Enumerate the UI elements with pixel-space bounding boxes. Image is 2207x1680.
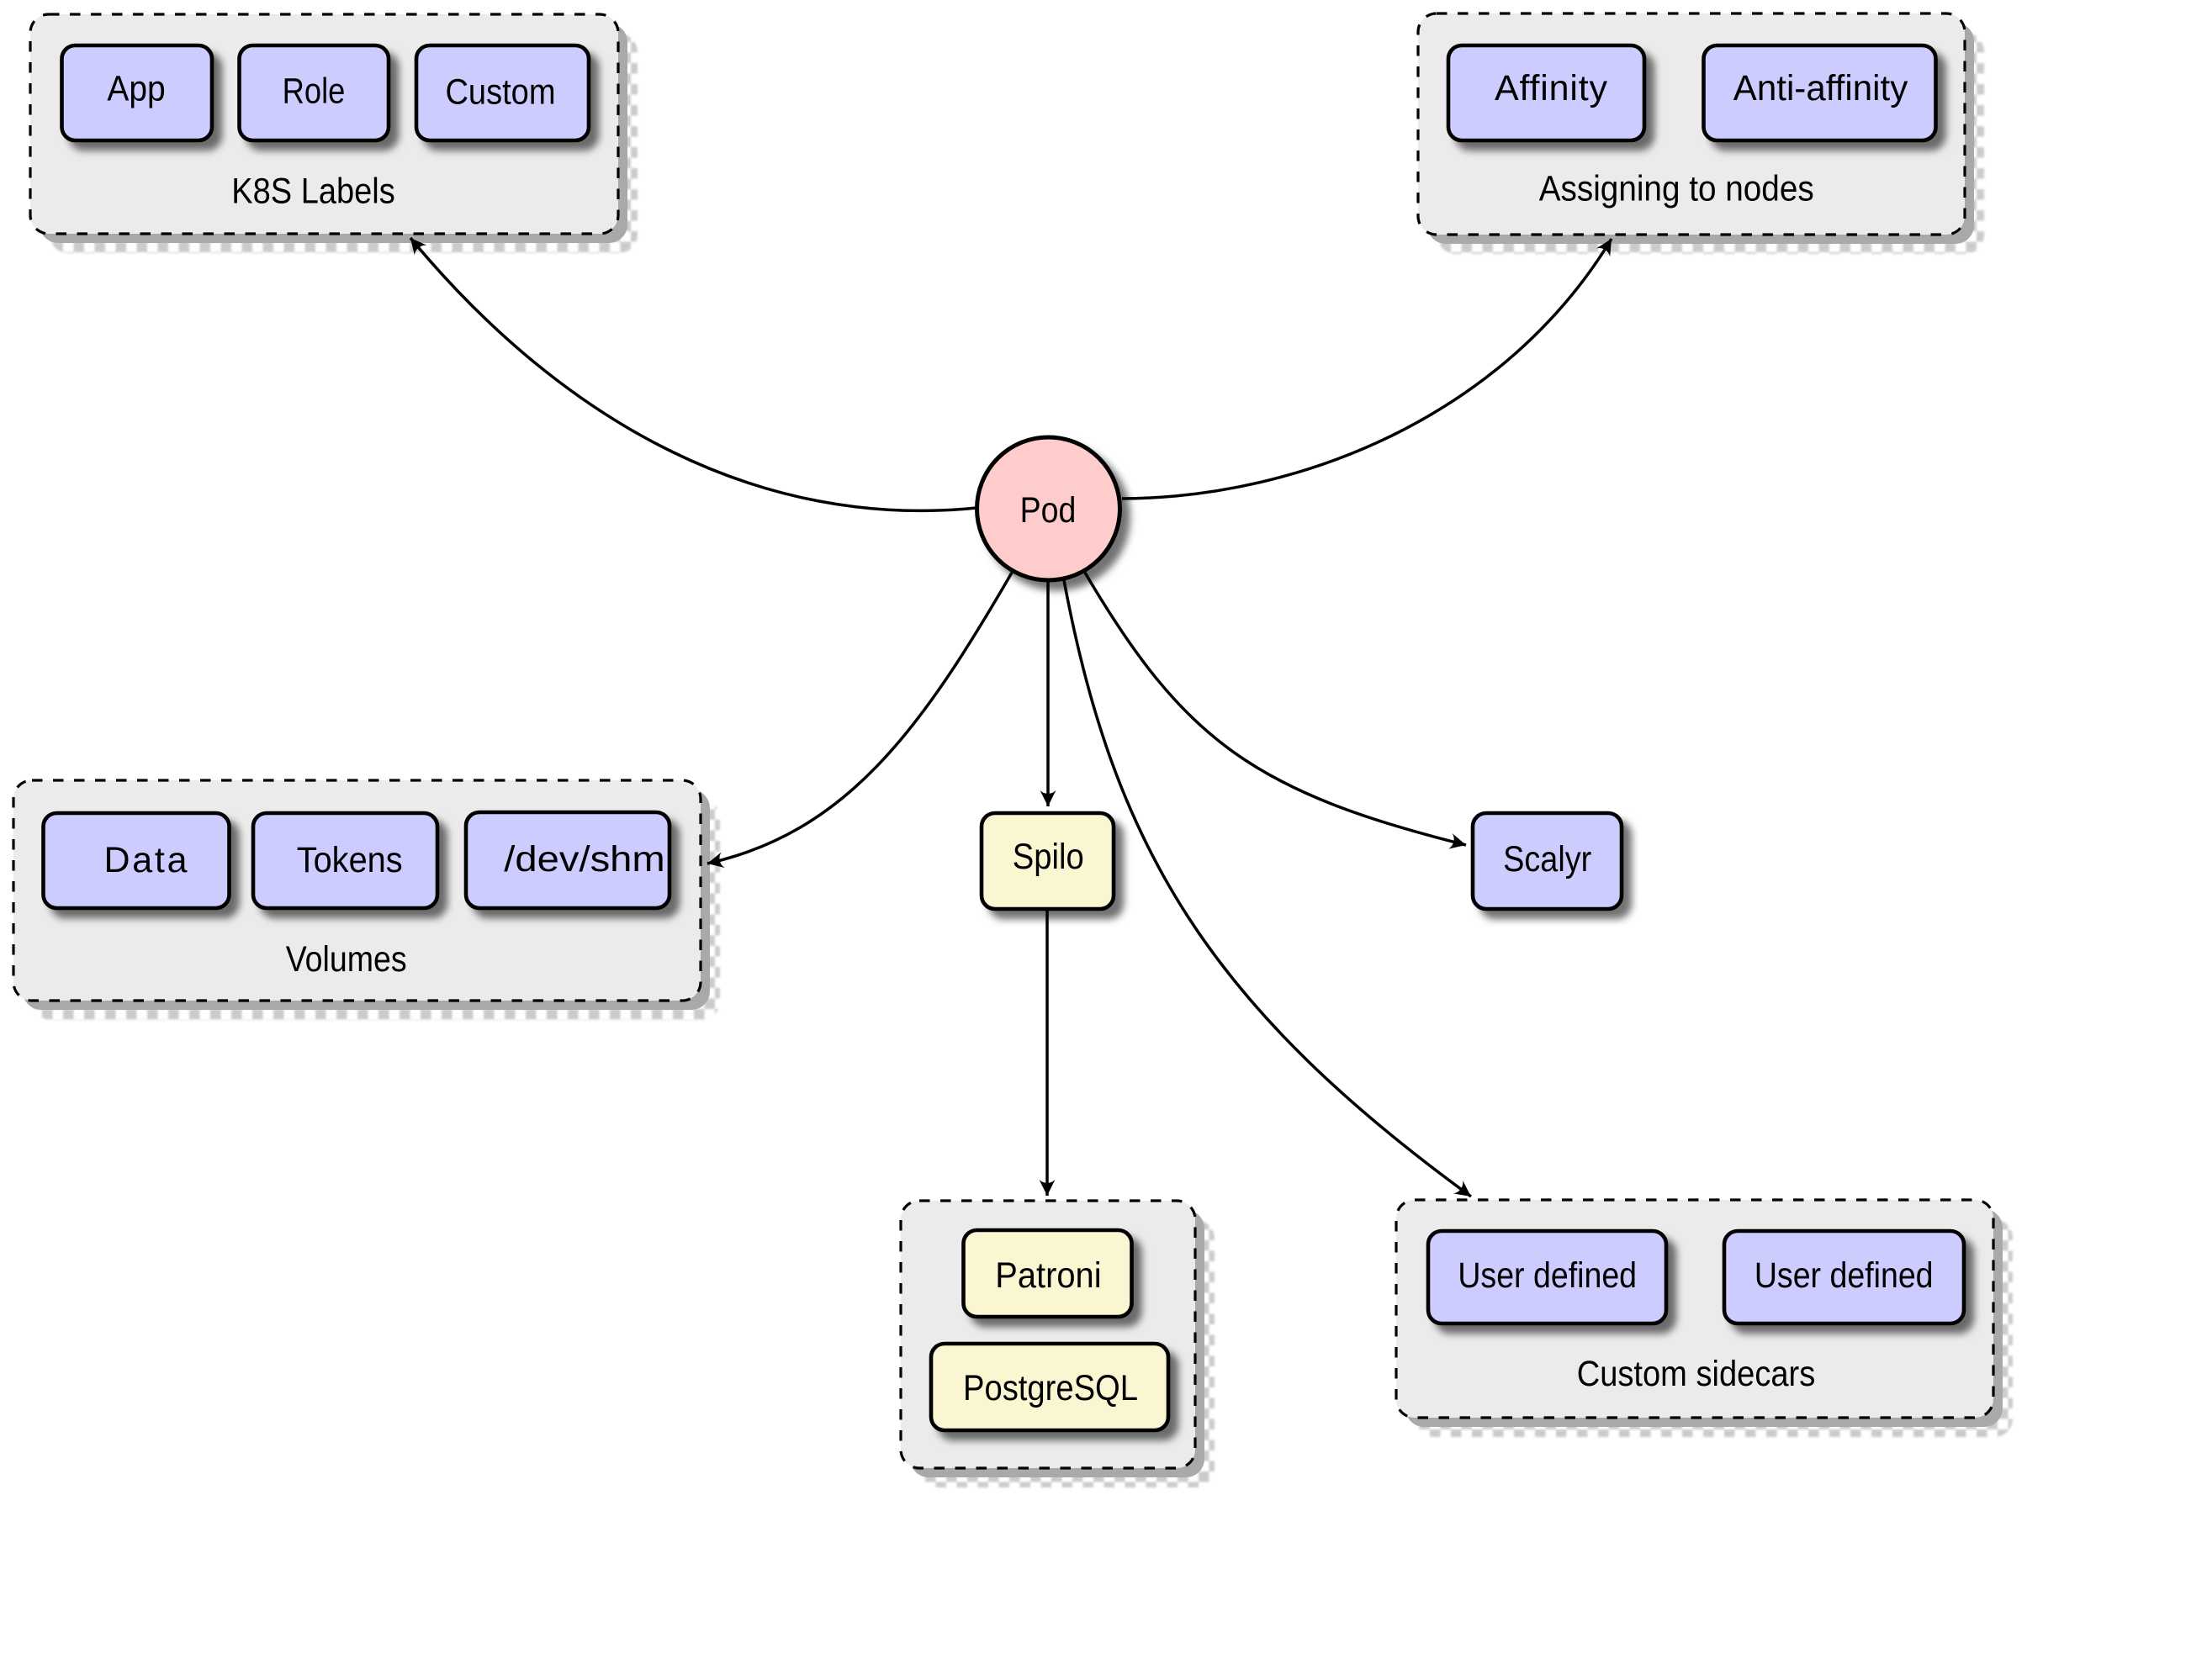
svg-text:Tokens: Tokens [297,840,403,880]
svg-text:Role: Role [283,71,346,111]
svg-text:Patroni: Patroni [995,1255,1101,1296]
svg-text:/dev/shm: /dev/shm [504,839,665,880]
svg-text:Anti-affinity: Anti-affinity [1733,68,1908,108]
svg-text:Spilo: Spilo [1013,837,1084,877]
svg-text:Scalyr: Scalyr [1503,839,1591,880]
svg-text:K8S Labels: K8S Labels [231,172,395,212]
svg-text:Custom sidecars: Custom sidecars [1577,1354,1816,1394]
svg-text:Data: Data [104,840,188,880]
svg-text:Assigning to nodes: Assigning to nodes [1539,169,1814,209]
svg-text:App: App [107,69,165,109]
svg-text:User defined: User defined [1458,1255,1637,1296]
svg-text:Pod: Pod [1020,490,1077,531]
svg-text:Affinity: Affinity [1495,68,1608,108]
svg-text:Custom: Custom [445,72,555,113]
svg-text:Volumes: Volumes [286,939,407,980]
svg-text:User defined: User defined [1754,1255,1934,1296]
svg-text:PostgreSQL: PostgreSQL [963,1368,1138,1408]
